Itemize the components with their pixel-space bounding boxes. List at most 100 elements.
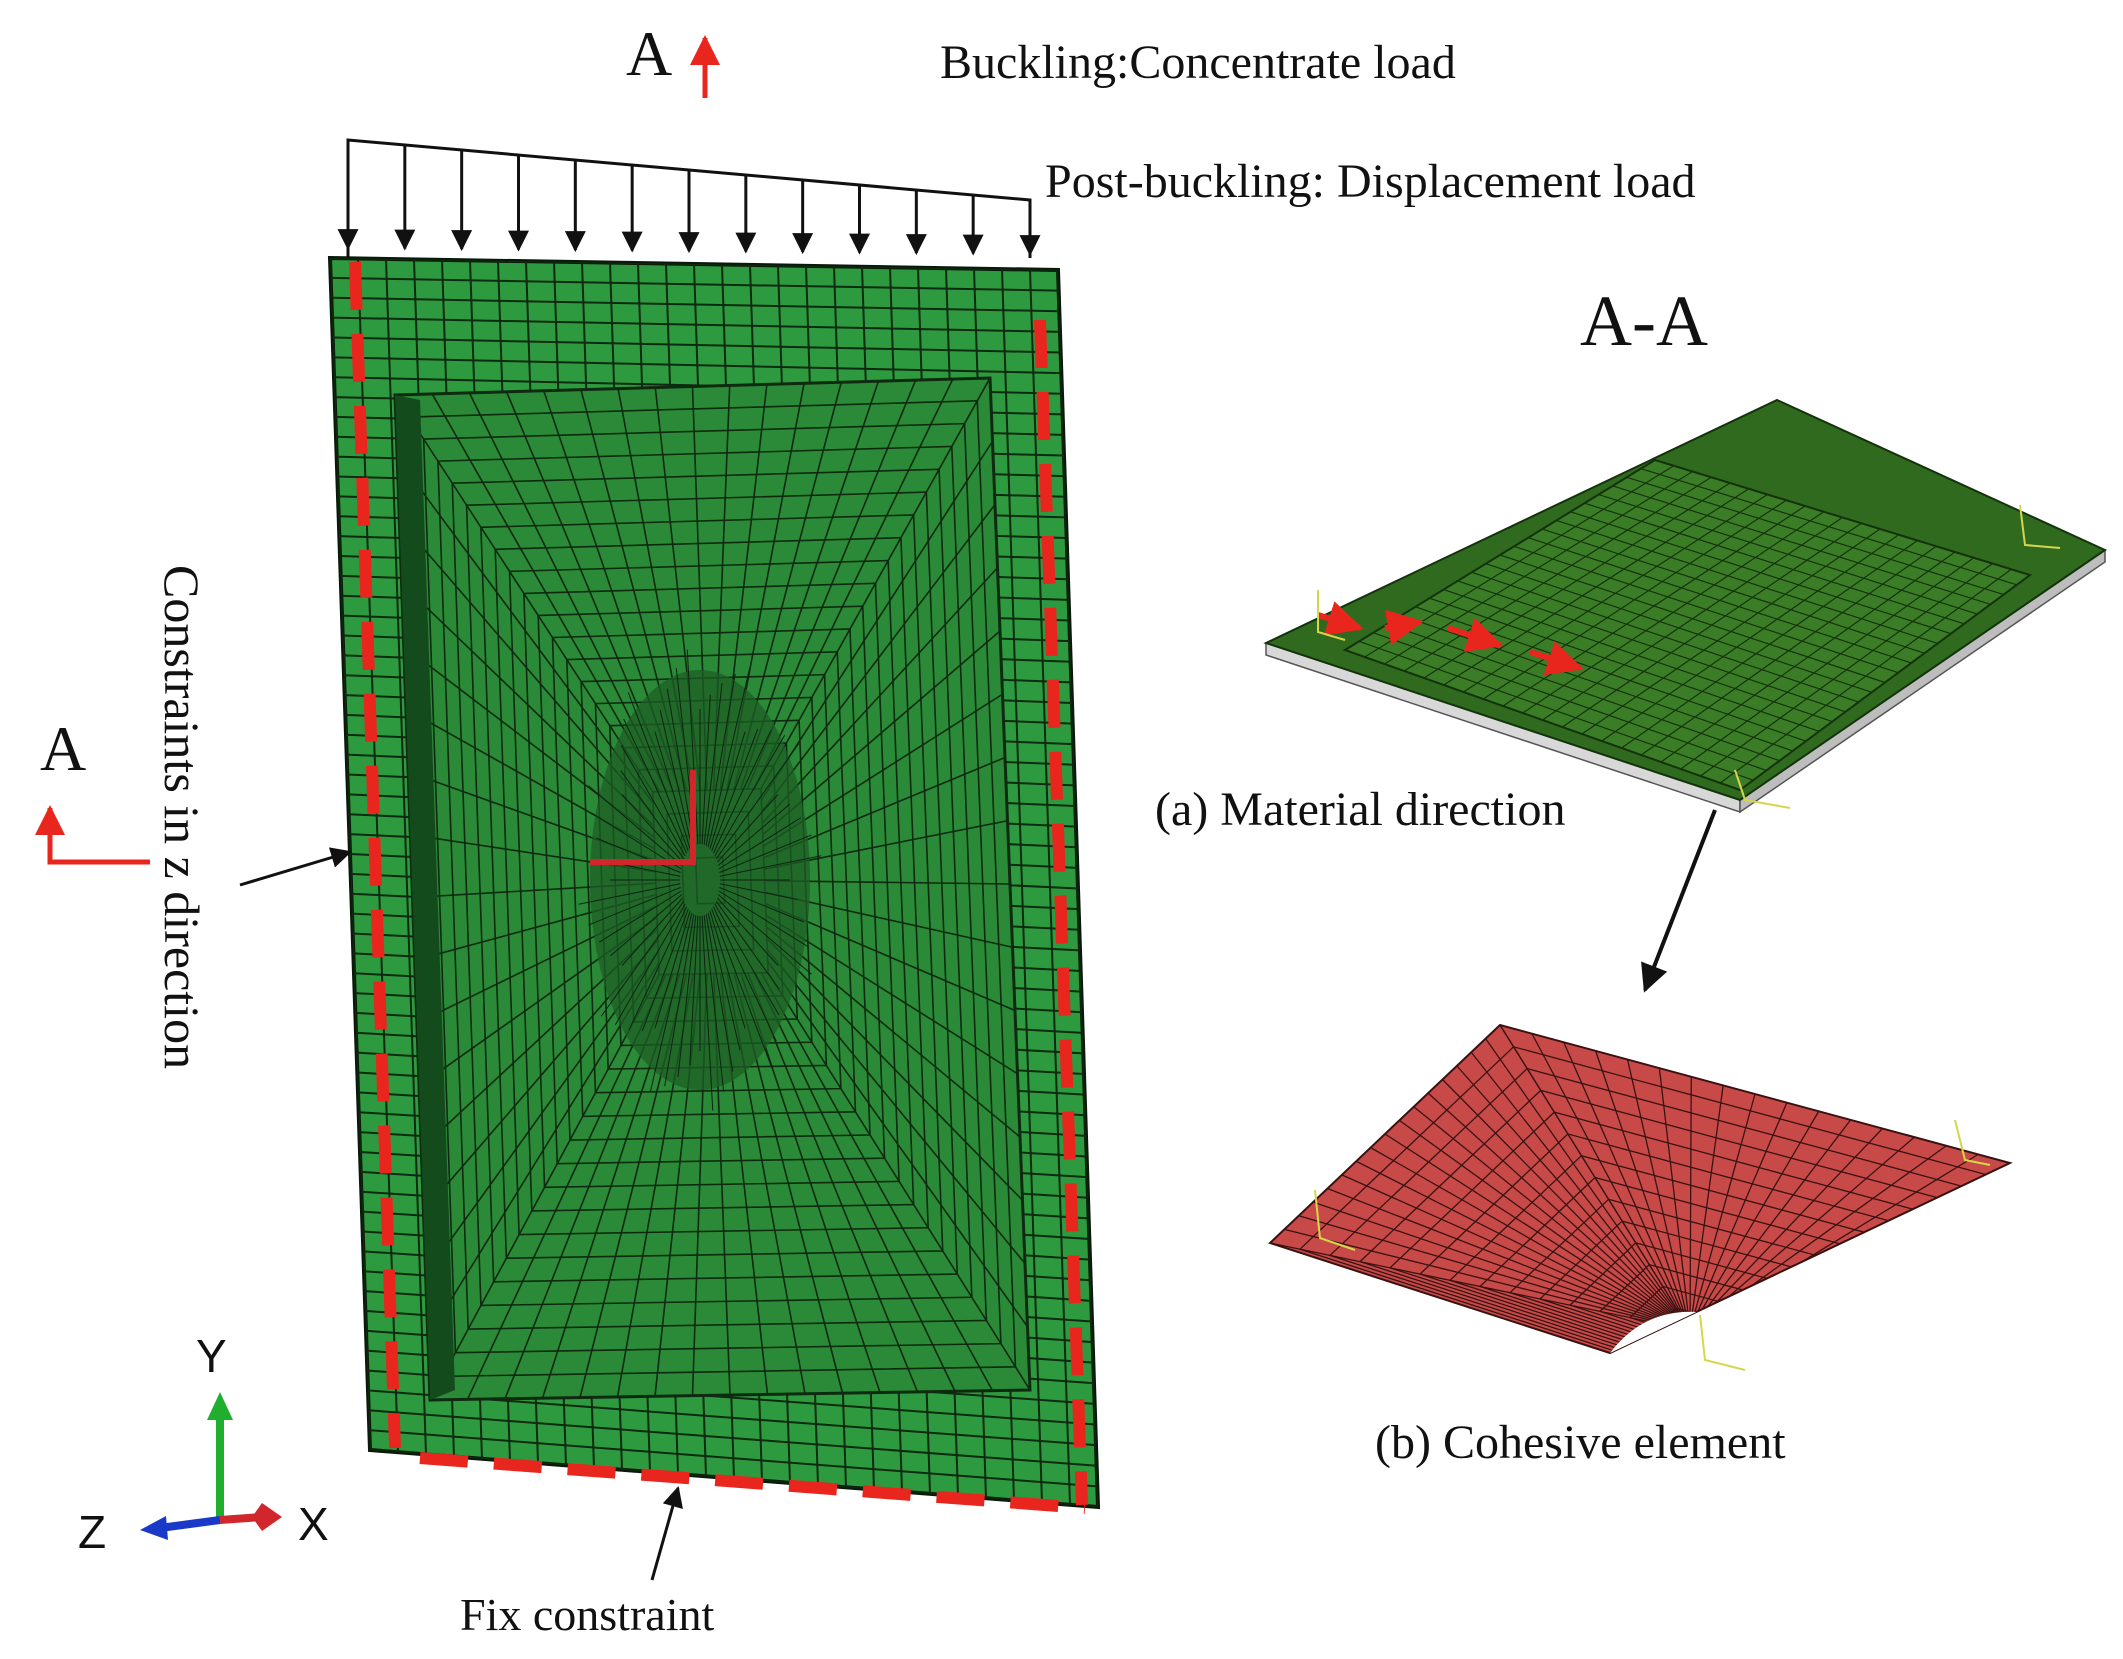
dense-mesh-line xyxy=(717,894,812,975)
dense-mesh-line xyxy=(716,794,779,863)
plate-mesh-line xyxy=(1403,476,1712,672)
axis-x-head xyxy=(252,1503,282,1531)
dense-mesh-line xyxy=(701,694,711,845)
dense-mesh-line xyxy=(621,794,684,863)
dense-mesh-line xyxy=(588,887,681,926)
dense-mesh-line xyxy=(610,894,683,957)
pocket-ray xyxy=(746,971,919,1393)
load-arrows xyxy=(337,138,1041,258)
dense-mesh-line xyxy=(659,709,693,848)
constraints-z-label: Constraints in z direction xyxy=(154,565,210,1069)
dense-mesh-line xyxy=(705,673,736,846)
dense-mesh-line xyxy=(578,883,681,905)
pocket-ray xyxy=(753,971,956,1392)
plate-mesh-line xyxy=(1601,534,1900,742)
dense-mesh-line xyxy=(654,731,691,849)
plate-mesh-line xyxy=(1719,568,2012,784)
pocket-ray xyxy=(766,948,1026,1265)
pocket-shadow xyxy=(395,395,455,1400)
flange-mesh-line xyxy=(368,1409,1097,1467)
panel-mesh xyxy=(330,258,1098,1507)
pocket-ray xyxy=(765,925,1021,1138)
dense-mesh-line xyxy=(714,734,786,857)
dense-mesh-line xyxy=(666,688,695,846)
dense-mesh-line xyxy=(641,908,689,1031)
dense-mesh-line xyxy=(620,744,686,857)
pocket-ray xyxy=(764,914,1018,1075)
pocket-ray xyxy=(766,959,1029,1328)
section-marker-left-label: A xyxy=(40,713,86,784)
plate-mesh-line xyxy=(1621,540,1918,749)
section-marker-left-arrow xyxy=(35,805,150,865)
dense-mesh-center xyxy=(590,670,810,1090)
dense-mesh-line xyxy=(712,730,772,854)
axis-triad: Y Z X xyxy=(78,1330,329,1558)
dense-mesh-line xyxy=(716,897,779,966)
pocket-ray xyxy=(746,379,917,791)
dense-mesh-line xyxy=(654,911,691,1029)
flange-mesh-line xyxy=(369,1429,1098,1488)
section-marker-top: A xyxy=(626,18,720,98)
dense-mesh-line xyxy=(714,903,780,1016)
dense-mesh-line xyxy=(689,915,699,1066)
fix-constraint-pointer xyxy=(650,1485,683,1581)
axis-z-head xyxy=(140,1516,168,1540)
fiber-arrow xyxy=(1529,640,1584,676)
buckling-label: Buckling:Concentrate load xyxy=(940,36,1456,89)
dense-mesh-line xyxy=(703,915,725,1092)
plate-mesh-line xyxy=(1739,574,2031,791)
cohesive-top xyxy=(1268,1023,2013,1355)
plate-mesh-line xyxy=(1680,557,1975,770)
dense-mesh-line xyxy=(705,914,734,1072)
dense-mesh-line xyxy=(614,903,686,1026)
material-direction-label: (a) Material direction xyxy=(1155,783,1565,836)
dense-mesh-line xyxy=(719,887,804,923)
axis-z-arrow xyxy=(159,1516,221,1532)
dense-mesh-line xyxy=(707,668,751,848)
dense-mesh-line xyxy=(709,911,746,1029)
dense-mesh-line xyxy=(621,897,684,966)
plate-mesh-line xyxy=(1443,488,1750,686)
dense-mesh-line xyxy=(596,837,681,873)
plate-mesh-line xyxy=(1463,493,1768,693)
pocket-ray xyxy=(766,971,1031,1391)
plate-mesh-line xyxy=(1561,522,1862,728)
local-triads-b xyxy=(1314,1119,1991,1371)
dense-mesh-line xyxy=(707,912,741,1051)
post-buckling-label: Post-buckling: Displacement load xyxy=(1045,155,1696,208)
section-marker-top-label: A xyxy=(626,18,672,89)
constraint-left xyxy=(349,261,401,1449)
fix-constraint-label: Fix constraint xyxy=(460,1589,714,1640)
dense-mesh-line xyxy=(701,915,714,1111)
dense-mesh-line xyxy=(628,906,688,1030)
constraint-bottom xyxy=(419,1452,1086,1514)
plate-mesh-line xyxy=(1581,528,1881,735)
plate-mesh-line xyxy=(1660,551,1956,763)
flange-mesh-line xyxy=(330,276,1059,292)
axis-y-head xyxy=(207,1392,233,1420)
plate-mesh-line xyxy=(1522,511,1825,714)
fiber-arrow xyxy=(1317,601,1364,636)
dense-mesh-line xyxy=(686,649,699,845)
dense-mesh-line xyxy=(719,855,822,877)
dense-mesh-line xyxy=(598,890,682,943)
pocket-ray xyxy=(765,937,1024,1201)
dense-mesh-line xyxy=(664,914,695,1087)
dense-mesh-line xyxy=(715,743,800,860)
pocket-ray xyxy=(396,457,655,805)
dense-mesh-line xyxy=(719,883,798,900)
pocket-ray xyxy=(760,504,996,813)
main-panel xyxy=(327,255,1101,1514)
dense-mesh-line xyxy=(717,803,790,866)
local-triads-a xyxy=(1317,504,2061,809)
dense-mesh-line xyxy=(718,817,802,870)
axis-z-label: Z xyxy=(78,1506,106,1558)
axis-y-label: Y xyxy=(196,1330,227,1382)
fiber-arrow xyxy=(1384,609,1424,646)
dense-mesh-line xyxy=(712,906,777,1042)
pocket-ray xyxy=(394,394,654,794)
pocket-ray xyxy=(752,378,954,791)
plate-mesh-line xyxy=(1700,563,1993,777)
constraints-z-pointer xyxy=(239,847,353,887)
